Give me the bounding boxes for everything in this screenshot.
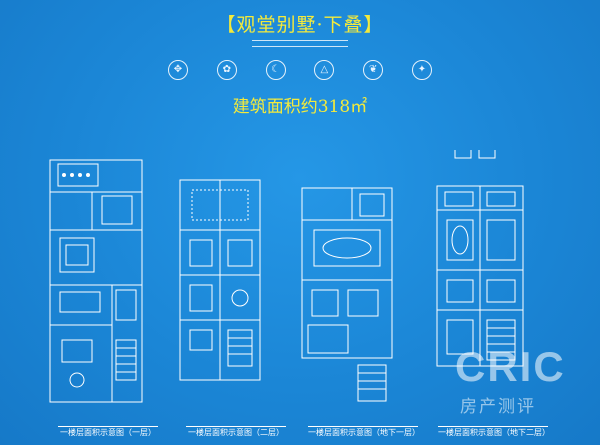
floor-plan-3 [301,187,393,402]
leaf-icon: ❦ [363,60,384,80]
bell-icon: △ [314,60,335,80]
plan-caption-1: 一楼层面积示意图（一层） [58,426,158,441]
floor-plan-4 [436,150,524,367]
compass-icon: ✥ [168,60,188,80]
title-divider [252,40,348,47]
floor-plans [0,150,600,420]
watermark-subtitle: 房产测评 [460,397,536,417]
floor-plan-2 [179,179,261,381]
building-area: 建筑面积约318㎡ [232,97,368,117]
flower-icon: ✿ [216,60,237,80]
plan-caption-2: 一楼层面积示意图（二层） [186,426,286,441]
seal-icon: ✦ [411,60,432,80]
watermark-brand: CRIC [455,343,566,390]
moon-icon: ☾ [265,60,286,80]
floor-plan-1 [49,159,143,403]
page-title: 【观堂别墅·下叠】 [216,14,384,36]
feature-icons: ✥ ✿ ☾ △ ❦ ✦ [168,60,432,82]
plan-caption-4: 一楼层面积示意图（地下二层） [438,426,550,441]
plan-caption-3: 一楼层面积示意图（地下一层） [308,426,420,441]
